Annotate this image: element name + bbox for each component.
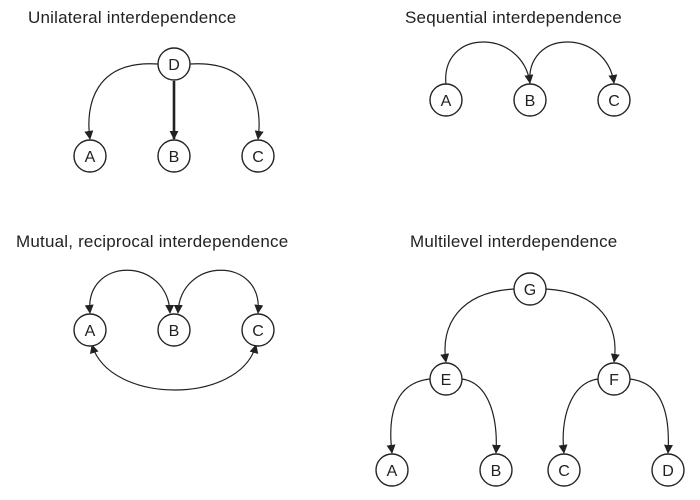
svg-text:A: A — [85, 149, 96, 166]
mutual-node-c: C — [241, 313, 275, 347]
svg-text:D: D — [168, 57, 180, 74]
edge-b-to-c — [529, 41, 618, 86]
edge-b-c-reciprocal — [173, 269, 264, 314]
multilevel-title: Multilevel interdependence — [410, 232, 618, 251]
svg-text:E: E — [441, 372, 452, 389]
svg-text:B: B — [525, 93, 536, 110]
svg-text:A: A — [85, 323, 96, 340]
edge-f-to-c — [558, 378, 599, 454]
unilateral-node-c: C — [241, 139, 275, 173]
svg-text:A: A — [441, 93, 452, 110]
multilevel-node-g: G — [513, 272, 547, 306]
svg-text:C: C — [252, 149, 264, 166]
svg-text:G: G — [524, 282, 536, 299]
svg-text:C: C — [252, 323, 264, 340]
edge-a-to-b — [445, 41, 534, 86]
svg-text:F: F — [609, 372, 619, 389]
multilevel-node-d: D — [651, 453, 685, 487]
svg-text:B: B — [491, 463, 502, 480]
mutual-panel: A B C — [73, 269, 275, 391]
sequential-node-c: C — [597, 83, 631, 117]
unilateral-node-d: D — [157, 47, 191, 81]
edge-f-to-d — [629, 378, 673, 454]
svg-text:A: A — [387, 463, 398, 480]
multilevel-node-f: F — [597, 362, 631, 396]
edge-d-to-a — [84, 63, 159, 140]
mutual-node-a: A — [73, 313, 107, 347]
unilateral-node-b: B — [157, 139, 191, 173]
multilevel-node-a: A — [375, 453, 409, 487]
edge-d-to-c — [189, 63, 264, 140]
svg-text:B: B — [169, 149, 180, 166]
svg-text:B: B — [169, 323, 180, 340]
sequential-title: Sequential interdependence — [405, 8, 622, 27]
edge-g-to-e — [440, 288, 515, 363]
svg-text:D: D — [662, 463, 674, 480]
unilateral-title: Unilateral interdependence — [28, 8, 237, 27]
sequential-panel: A B C — [429, 41, 631, 117]
edge-a-c-reciprocal — [90, 344, 259, 391]
svg-text:C: C — [608, 93, 620, 110]
multilevel-node-e: E — [429, 362, 463, 396]
multilevel-node-b: B — [479, 453, 513, 487]
mutual-node-b: B — [157, 313, 191, 347]
edge-e-to-b — [461, 378, 501, 454]
multilevel-node-c: C — [547, 453, 581, 487]
sequential-node-a: A — [429, 83, 463, 117]
edge-e-to-a — [386, 378, 431, 454]
unilateral-node-a: A — [73, 139, 107, 173]
mutual-title: Mutual, reciprocal interdependence — [16, 232, 289, 251]
sequential-node-b: B — [513, 83, 547, 117]
unilateral-panel: D A B C — [73, 47, 275, 173]
svg-text:C: C — [558, 463, 570, 480]
multilevel-panel: G E F A B C D — [375, 272, 685, 487]
edge-g-to-f — [545, 288, 620, 363]
edge-a-b-reciprocal — [84, 269, 175, 314]
